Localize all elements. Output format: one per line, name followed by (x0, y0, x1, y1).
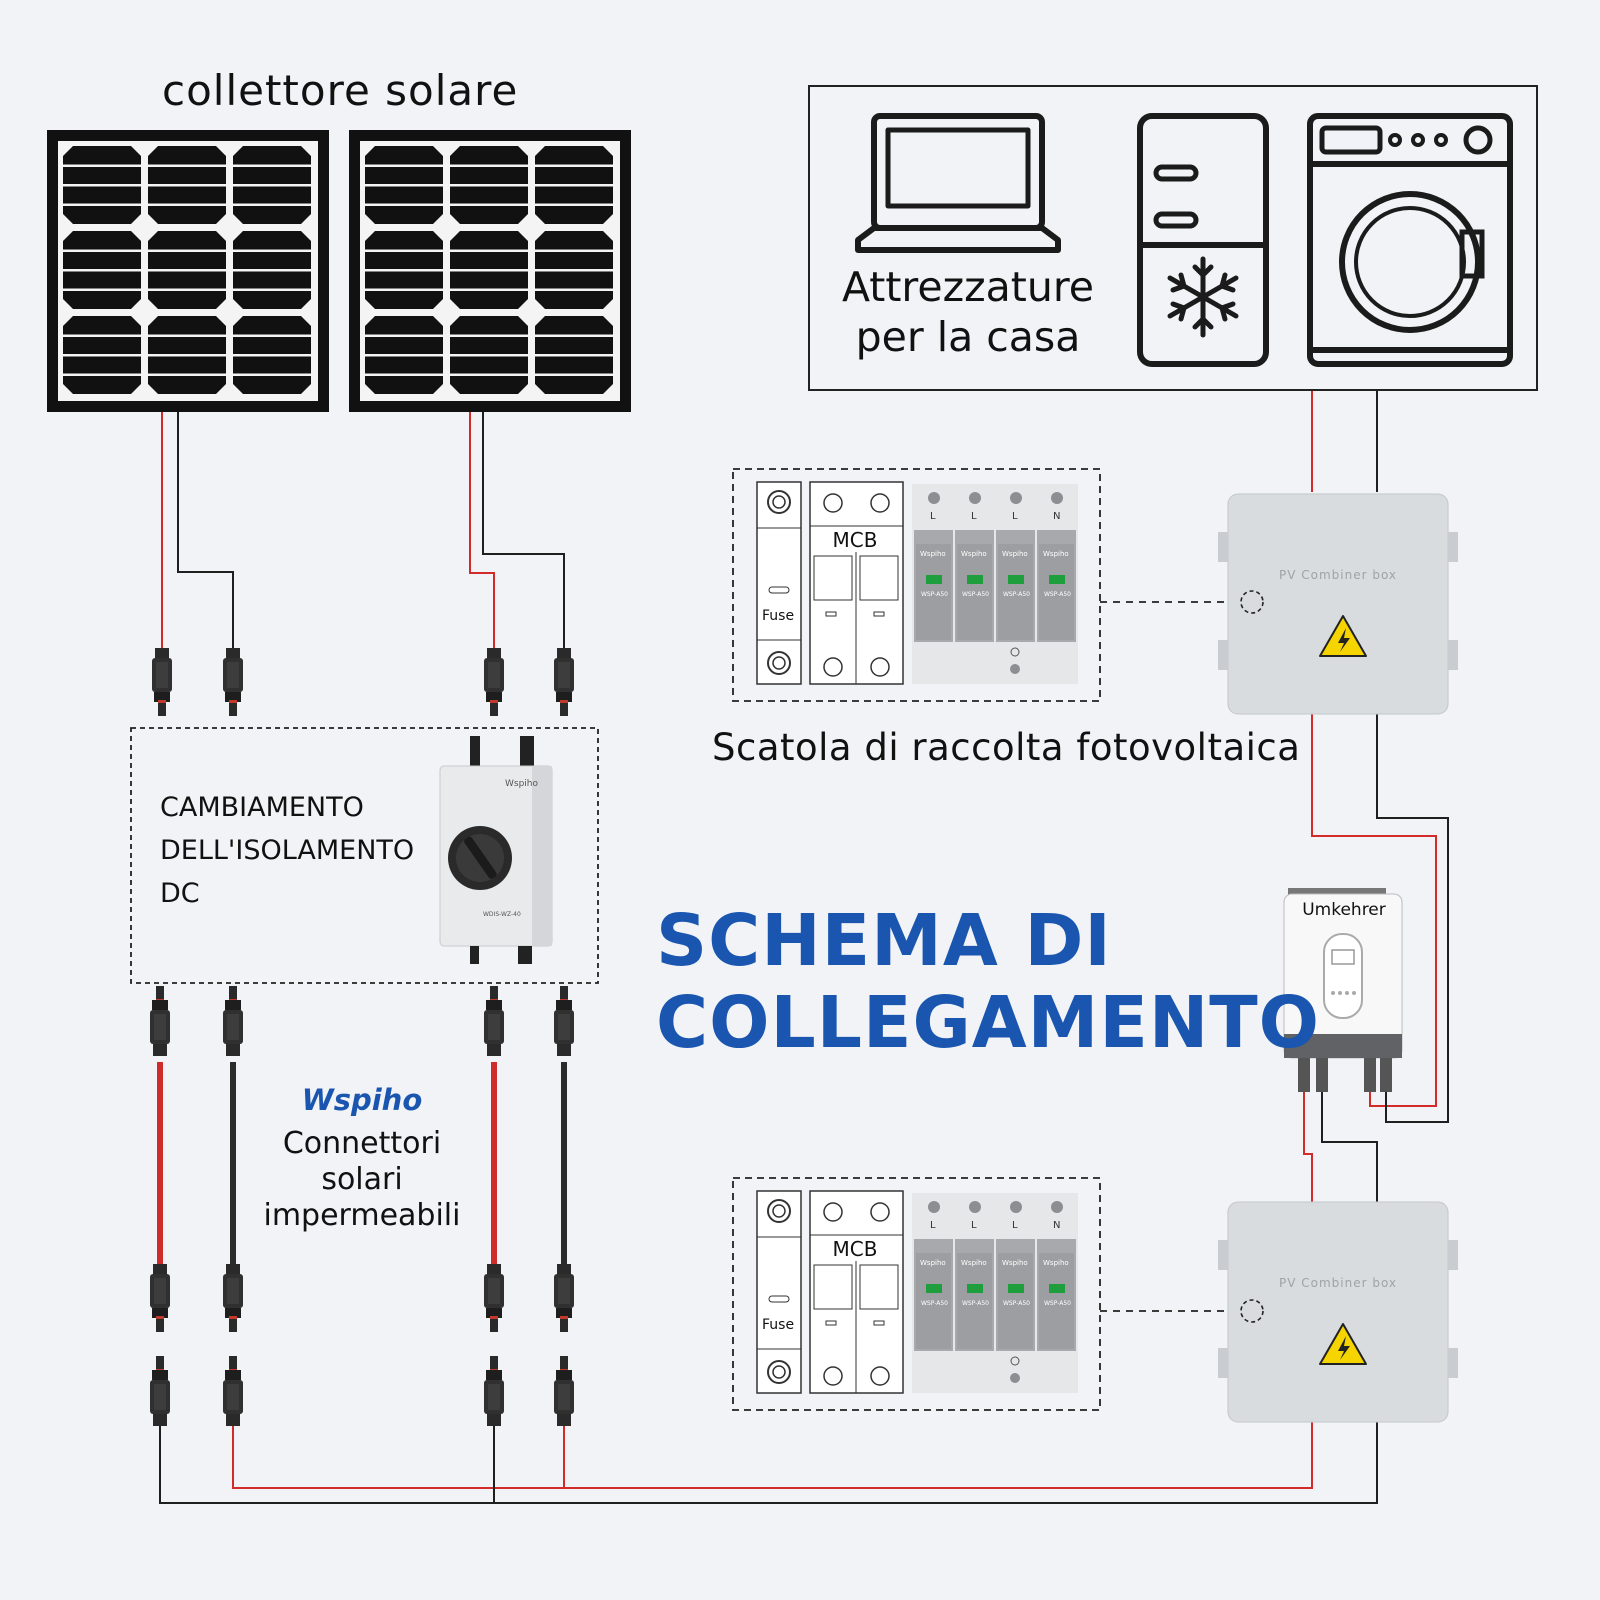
mc4-connector (554, 1356, 574, 1426)
mc4-connector (152, 648, 172, 716)
spd-terminal-label: L (971, 1220, 977, 1231)
spd-brand: Wspiho (920, 550, 946, 558)
spd-brand: Wspiho (961, 1259, 987, 1267)
combiner-caption: Scatola di raccolta fotovoltaica (712, 726, 1301, 769)
spd-terminal-label: L (971, 511, 977, 522)
spd-brand: Wspiho (1002, 1259, 1028, 1267)
diagram-title-line-2: COLLEGAMENTO (656, 981, 1321, 1064)
mc4-connector (223, 648, 243, 716)
diagram-title-line-1: SCHEMA DI (656, 899, 1112, 982)
connectors-label-line-1: Connettori (282, 1126, 442, 1161)
spd-model: WSP-A50 (1003, 591, 1030, 598)
connectors (150, 648, 574, 1426)
spd-terminal-label: N (1053, 1220, 1060, 1231)
spd-model: WSP-A50 (921, 1300, 948, 1307)
spd-model: WSP-A50 (962, 1300, 989, 1307)
isolator-box: Wspiho WDIS-WZ-40 (130, 727, 599, 984)
mc4-connector (150, 1264, 170, 1332)
solar-panel-1 (47, 130, 329, 412)
spd-model: WSP-A50 (962, 591, 989, 598)
home-label-line-2: per la casa (855, 313, 1081, 361)
fuse-label: Fuse (762, 1317, 795, 1333)
mc4-connector (484, 1264, 504, 1332)
combiner-box-bottom (1218, 1201, 1458, 1423)
connectors-label-line-3: impermeabili (263, 1198, 461, 1233)
isolator-label-line-1: CAMBIAMENTO (160, 792, 364, 823)
solar-panel-2 (349, 130, 631, 412)
mc4-connector (150, 986, 170, 1056)
isolator-model: WDIS-WZ-40 (483, 911, 521, 918)
washing-machine-icon (1307, 113, 1513, 367)
mc4-connector (223, 1264, 243, 1332)
spd-terminal-label: L (930, 511, 936, 522)
spd-brand: Wspiho (1043, 550, 1069, 558)
home-appliances-label: Attrezzature per la casa (818, 262, 1118, 362)
connectors-label: Connettori solari impermeabili (240, 1126, 484, 1234)
wires (159, 390, 1449, 1504)
mc4-connector (484, 648, 504, 716)
fridge-icon (1137, 113, 1269, 367)
mc4-connector (223, 1356, 243, 1426)
spd-brand: Wspiho (1043, 1259, 1069, 1267)
spd-terminal-label: L (1012, 511, 1018, 522)
mc4-connector (484, 986, 504, 1056)
brand-logo: Wspiho (301, 1083, 423, 1117)
solar-collector-label: collettore solare (162, 66, 519, 115)
diagram-title: SCHEMA DI COLLEGAMENTO (656, 900, 1320, 1064)
fuse-label: Fuse (762, 608, 795, 624)
combiner-box-label: PV Combiner box (1278, 568, 1398, 582)
mc4-connector (554, 1264, 574, 1332)
spd-brand: Wspiho (1002, 550, 1028, 558)
mc4-connector (554, 986, 574, 1056)
combiner-box-top (1218, 493, 1458, 715)
spd-model: WSP-A50 (921, 591, 948, 598)
spd-terminal-label: L (930, 1220, 936, 1231)
spd-model: WSP-A50 (1044, 1300, 1071, 1307)
spd-model: WSP-A50 (1044, 591, 1071, 598)
spd-terminal-label: N (1053, 511, 1060, 522)
mc4-connector (150, 1356, 170, 1426)
spd-brand: Wspiho (961, 550, 987, 558)
warning-icon (1319, 1323, 1367, 1365)
home-label-line-1: Attrezzature (841, 263, 1095, 311)
cable-pairs (157, 1062, 567, 1268)
isolator-device: Wspiho WDIS-WZ-40 (439, 736, 553, 964)
home-appliances-box (808, 85, 1538, 391)
isolator-label: CAMBIAMENTO DELL'ISOLAMENTO DC (160, 786, 420, 915)
mc4-connector (484, 1356, 504, 1426)
warning-icon (1319, 615, 1367, 657)
spd-model: WSP-A50 (1003, 1300, 1030, 1307)
mcb-label: MCB (832, 528, 878, 552)
mcb-label: MCB (832, 1237, 878, 1261)
isolator-label-line-2: DELL'ISOLAMENTO (160, 835, 415, 866)
connectors-label-line-2: solari (321, 1162, 403, 1197)
spd-terminal-label: L (1012, 1220, 1018, 1231)
spd-brand: Wspiho (920, 1259, 946, 1267)
laptop-icon (855, 113, 1061, 253)
isolator-label-line-3: DC (160, 878, 200, 909)
mc4-connector (223, 986, 243, 1056)
inverter-label: Umkehrer (1302, 900, 1386, 920)
combiner-box-label: PV Combiner box (1278, 1276, 1398, 1290)
mc4-connector (554, 648, 574, 716)
isolator-brand: Wspiho (505, 779, 539, 789)
inverter (1283, 888, 1403, 1092)
